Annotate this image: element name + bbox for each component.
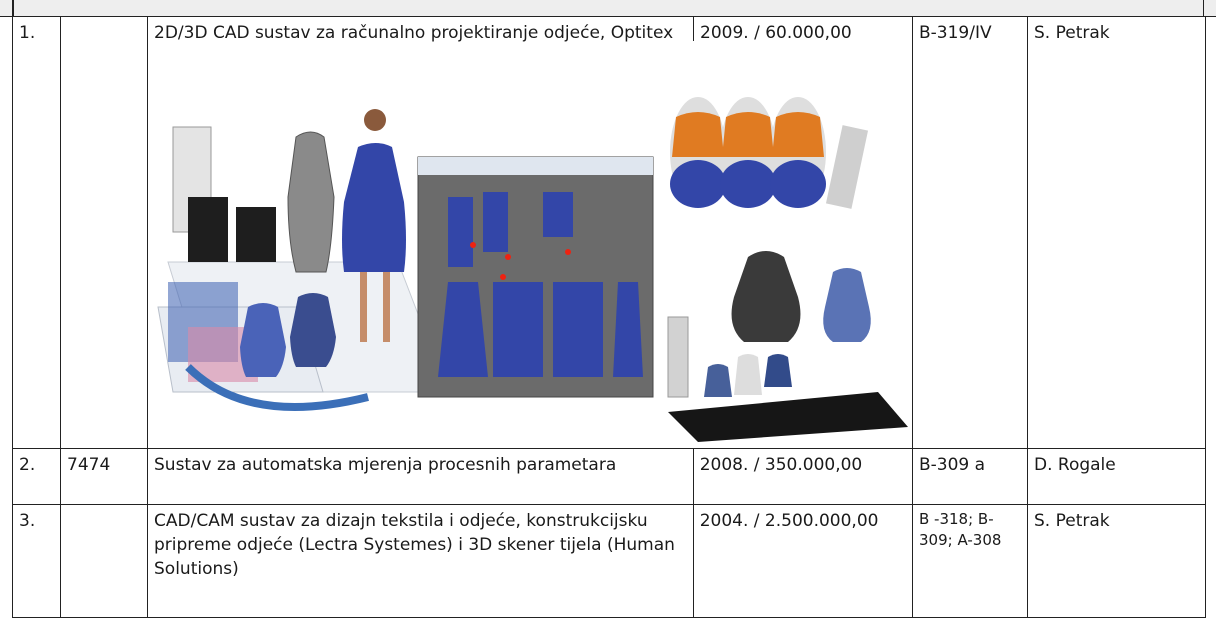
color-scale-panel [825, 125, 869, 209]
year-value: 2008. / 350.000,00 [692, 448, 914, 505]
row-number: 1. [12, 16, 61, 449]
stress-map-dress [672, 112, 724, 157]
table-row: 1. 2D/3D CAD sustav za računalno projekt… [12, 16, 1206, 449]
room: B-309 a [912, 448, 1028, 505]
equipment-description-cell: 2D/3D CAD sustav za računalno projektira… [147, 16, 913, 449]
stress-map-dress [722, 112, 774, 157]
pattern-piece [553, 282, 603, 377]
monitor-icon [188, 197, 228, 262]
equipment-table: 1. 2D/3D CAD sustav za računalno projekt… [12, 16, 1206, 618]
year-value: 2004. / 2.500.000,00 [692, 504, 914, 618]
equipment-description: CAD/CAM sustav za dizajn tekstila i odje… [147, 504, 694, 618]
dress-sample [290, 293, 336, 367]
blue-dress-model [342, 143, 406, 272]
equipment-description: 2D/3D CAD sustav za računalno projektira… [154, 23, 674, 43]
room: B-319/IV [912, 16, 1028, 449]
workflow-arrow [185, 364, 369, 411]
year-value: 2009. / 60.000,00 [693, 17, 912, 43]
room: B -318; B-309; A-308 [912, 504, 1028, 618]
grid-floor [668, 392, 908, 442]
grey-dress-form [287, 131, 335, 273]
table-row: 3. CAD/CAM sustav za dizajn tekstila i o… [12, 504, 1206, 618]
responsible-person: S. Petrak [1027, 504, 1206, 618]
model-head [364, 109, 386, 131]
responsible-person: D. Rogale [1027, 448, 1206, 505]
inventory-number: 7474 [60, 448, 148, 505]
monitor-icon [236, 207, 276, 262]
inventory-number [60, 504, 148, 618]
toolbar [418, 157, 653, 175]
pattern-piece [493, 282, 543, 377]
patterned-dress-render [823, 268, 871, 342]
table-row: 2. 7474 Sustav za automatska mjerenja pr… [12, 448, 1206, 505]
optitex-cad-illustration [157, 97, 908, 442]
dress-sample [240, 303, 286, 377]
black-dress-render [731, 251, 801, 342]
header-right-rule [1202, 0, 1204, 17]
inventory-number [60, 16, 148, 449]
header-left-rule [12, 0, 14, 17]
equipment-description: Sustav za automatska mjerenja procesnih … [147, 448, 694, 505]
pattern-piece [613, 282, 643, 377]
responsible-person: S. Petrak [1027, 16, 1206, 449]
row-number: 2. [12, 448, 61, 505]
pattern-piece [438, 282, 488, 377]
stress-map-dress [772, 112, 824, 157]
table-header-strip [0, 0, 1216, 17]
row-number: 3. [12, 504, 61, 618]
